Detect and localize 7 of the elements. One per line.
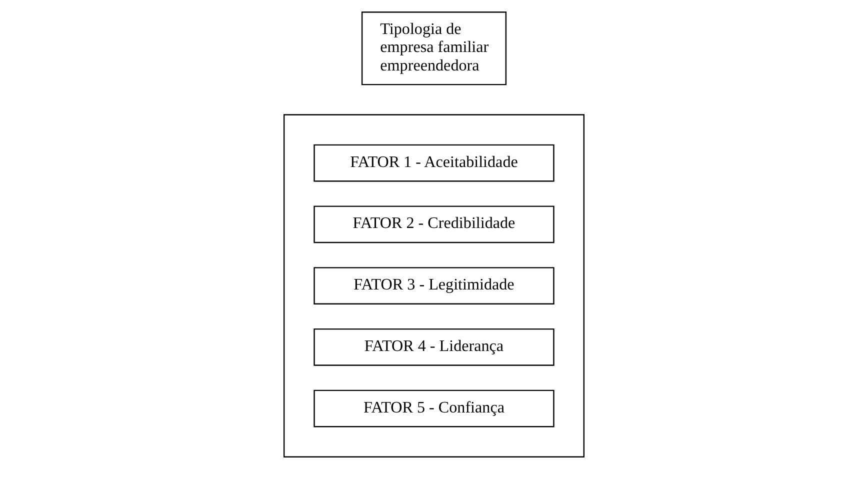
node-box: FATOR 4 - Liderança bbox=[313, 328, 554, 366]
cluster bbox=[282, 114, 584, 458]
node-box: FATOR 1 - Aceitabilidade bbox=[313, 144, 554, 182]
node-box: FATOR 5 - Confiança bbox=[313, 390, 554, 428]
node-box: FATOR 3 - Legitimidade bbox=[313, 267, 554, 304]
node-box: FATOR 2 - Credibilidade bbox=[313, 206, 554, 244]
node-box: Tipologia de empresa familiar empreendedora bbox=[360, 12, 506, 86]
